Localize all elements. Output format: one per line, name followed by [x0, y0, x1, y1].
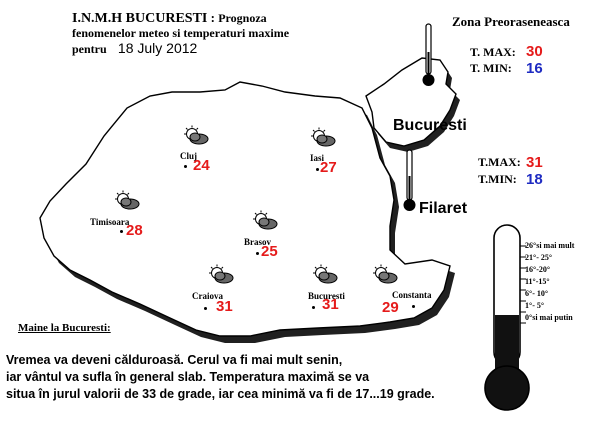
city-name: Iasi [310, 153, 325, 163]
city-dot [204, 307, 207, 310]
bucharest-tmin-value: 18 [526, 171, 543, 188]
tomorrow-label: Maine la Bucuresti: [18, 322, 111, 334]
temperature-scale: 26°si mai mult 21°- 25° 16°-20° 11°-15° … [525, 240, 601, 323]
scale-item: 16°-20° [525, 265, 551, 274]
city-dot [312, 306, 315, 309]
header-line-1: I.N.M.H BUCURESTI : Prognoza [72, 10, 372, 26]
city-brasov: Brasov 25 [242, 210, 302, 265]
bucharest-tmax-label: T.MAX: [478, 155, 521, 169]
city-temp: 28 [126, 222, 143, 239]
city-temp: 24 [193, 157, 210, 174]
city-temp: 31 [216, 298, 233, 315]
header-title-line2: fenomenelor meteo si temperaturi maxime [72, 26, 290, 40]
partly-cloudy-icon [373, 264, 398, 284]
forecast-line: situa în jurul valorii de 33 de grade, i… [6, 387, 435, 401]
city-constanta: Constanta 29 [366, 264, 436, 319]
partly-cloudy-icon [209, 264, 234, 284]
partly-cloudy-icon [311, 127, 336, 147]
forecast-line: Vremea va deveni călduroasă. Cerul va fi… [6, 353, 343, 367]
scale-item: 0°si mai putin [525, 313, 573, 322]
zone-tmax-value: 30 [526, 43, 543, 60]
scale-item: 11°-15° [525, 277, 550, 286]
city-dot [184, 165, 187, 168]
zone-tmin-label: T. MIN: [470, 61, 512, 75]
city-bucuresti: Bucuresti 31 [296, 264, 356, 319]
city-temp: 31 [322, 296, 339, 313]
city-dot [256, 252, 259, 255]
zone-tmax-label: T. MAX: [470, 45, 516, 59]
city-craiova: Craiova 31 [190, 264, 250, 319]
city-name: Bucuresti [308, 291, 345, 301]
filaret-label: Filaret [419, 200, 468, 217]
city-dot [412, 305, 415, 308]
bucharest-label: Bucuresti [393, 117, 467, 134]
filaret-thermometer-icon [403, 149, 416, 211]
city-name: Brasov [244, 237, 271, 247]
institution-name: I.N.M.H BUCURESTI [72, 11, 208, 26]
scale-item: 6°- 10° [525, 289, 549, 298]
header-title-line3: pentru [72, 42, 107, 56]
romania-map-surface [39, 81, 451, 337]
bucharest-tmax-value: 31 [526, 154, 543, 171]
partly-cloudy-icon [184, 125, 209, 145]
city-temp: 25 [261, 243, 278, 260]
city-name: Craiova [192, 291, 223, 301]
city-name: Timisoara [90, 217, 130, 227]
header-separator: : [210, 10, 215, 25]
bucharest-tmin-label: T.MIN: [478, 172, 517, 186]
zone-title: Zona Preoraseneasca [452, 14, 570, 29]
city-temp: 27 [320, 159, 337, 176]
big-thermometer-icon [484, 224, 530, 411]
header-line-3: pentru 18 July 2012 [72, 41, 372, 57]
zone-tmin-value: 16 [526, 60, 543, 77]
scale-item: 26°si mai mult [525, 241, 575, 250]
city-dot [316, 168, 319, 171]
header-block: I.N.M.H BUCURESTI : Prognoza fenomenelor… [72, 10, 372, 57]
header-title-line1: Prognoza [218, 11, 267, 25]
city-iasi: Iasi 27 [306, 127, 366, 182]
city-name: Constanta [392, 290, 432, 300]
forecast-line: iar vântul va sufla în general slab. Tem… [6, 370, 370, 384]
forecast-date: 18 July 2012 [117, 40, 198, 56]
partly-cloudy-icon [115, 190, 140, 210]
scale-item: 1°- 5° [525, 301, 545, 310]
partly-cloudy-icon [253, 210, 278, 230]
zone-thermometer-icon [422, 23, 435, 86]
partly-cloudy-icon [313, 264, 338, 284]
city-dot [120, 230, 123, 233]
tomorrow-forecast: Vremea va deveni călduroasă. Cerul va fi… [6, 352, 435, 403]
city-cluj: Cluj 24 [178, 125, 238, 180]
city-timisoara: Timisoara 28 [86, 190, 156, 245]
city-name: Cluj [180, 151, 198, 161]
city-temp: 29 [382, 299, 399, 316]
scale-item: 21°- 25° [525, 253, 553, 262]
